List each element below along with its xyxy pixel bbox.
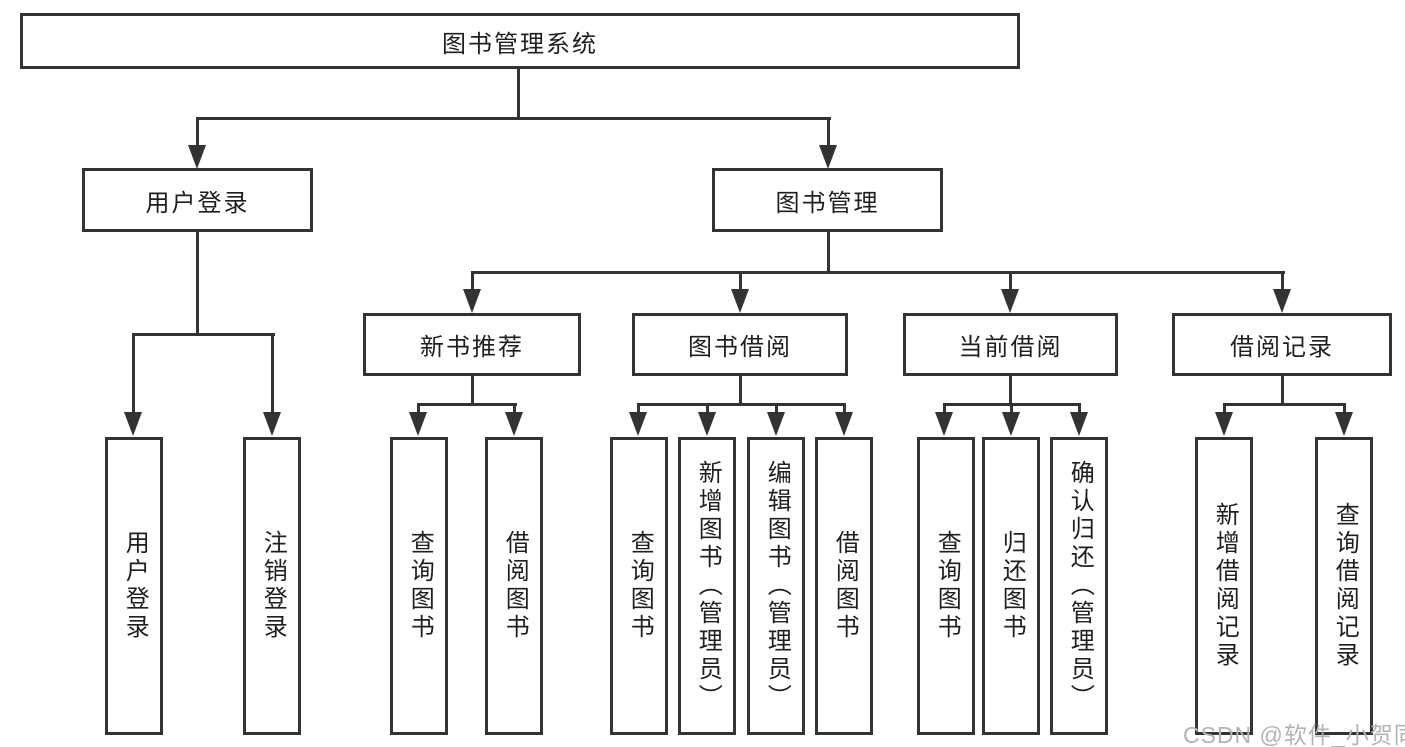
leaf-borrow-edit: 编辑图书（管理员）: [747, 437, 805, 735]
leaf-label: 用户登录: [121, 530, 149, 642]
connector-user-login-stem: [196, 232, 199, 336]
connector-leaf-arm: [1010, 403, 1013, 415]
arrow-down-icon: [767, 412, 785, 436]
node-borrow-records: 借阅记录: [1172, 313, 1392, 376]
connector-leaf-arm: [706, 403, 709, 415]
leaf-label: 查询图书: [626, 530, 654, 642]
connector-leaf-arm: [417, 403, 420, 415]
connector-leaf-arm: [1223, 403, 1226, 415]
leaf-current-query: 查询图书: [917, 437, 975, 735]
leaf-label: 确认归还（管理员）: [1066, 460, 1094, 712]
leaf-label: 查询图书: [933, 530, 961, 642]
node-current-borrow: 当前借阅: [903, 313, 1118, 376]
connector-leaf-arm: [637, 403, 640, 415]
leaf-records-query: 查询借阅记录: [1315, 437, 1373, 735]
arrow-down-icon: [263, 412, 281, 436]
leaf-label: 归还图书: [998, 530, 1026, 642]
leaf-label: 借阅图书: [831, 530, 859, 642]
connector-section-arm: [471, 271, 474, 291]
connector-leaf-arm: [1078, 403, 1081, 415]
arrow-down-icon: [1002, 412, 1020, 436]
arrow-down-icon: [463, 289, 481, 313]
node-new-book-recommend: 新书推荐: [363, 313, 581, 376]
arrow-down-icon: [409, 412, 427, 436]
arrow-down-icon: [819, 145, 837, 169]
arrow-down-icon: [935, 412, 953, 436]
connector-new-book-hbar: [417, 403, 517, 406]
connector-section-arm: [1281, 271, 1284, 291]
node-book-borrow: 图书借阅: [632, 313, 848, 376]
leaf-records-add: 新增借阅记录: [1195, 437, 1253, 735]
node-current-borrow-label: 当前借阅: [958, 334, 1063, 361]
node-root: 图书管理系统: [20, 13, 1020, 69]
connector-new-book-stem: [471, 375, 474, 406]
arrow-down-icon: [1001, 289, 1019, 313]
arrow-down-icon: [698, 412, 716, 436]
connector-book-management-stem: [827, 232, 830, 274]
leaf-label: 新增图书（管理员）: [694, 460, 722, 712]
node-book-borrow-label: 图书借阅: [688, 334, 792, 361]
leaf-new-book-query: 查询图书: [390, 437, 448, 735]
connector-borrow-records-hbar: [1223, 403, 1346, 406]
connector-leaf-arm: [843, 403, 846, 415]
connector-leaf-arm: [513, 403, 516, 415]
connector-user-login-hbar: [132, 333, 275, 336]
connector-section-arm: [739, 271, 742, 291]
node-book-management: 图书管理: [712, 168, 943, 232]
connector-leaf-arm: [132, 333, 135, 413]
watermark-text: CSDN @软件_小贺同学: [1183, 722, 1405, 747]
arrow-down-icon: [1273, 289, 1291, 313]
connector-root-stem: [517, 69, 520, 119]
connector-book-borrow-stem: [739, 375, 742, 406]
leaf-current-confirm: 确认归还（管理员）: [1050, 437, 1108, 735]
leaf-label: 新增借阅记录: [1211, 502, 1239, 670]
leaf-label: 编辑图书（管理员）: [763, 460, 791, 712]
connector-book-borrow-hbar: [637, 403, 846, 406]
arrow-down-icon: [629, 412, 647, 436]
arrow-down-icon: [1335, 412, 1353, 436]
leaf-new-book-borrow: 借阅图书: [485, 437, 543, 735]
node-borrow-records-label: 借阅记录: [1230, 334, 1334, 361]
connector-leaf-arm: [775, 403, 778, 415]
node-root-label: 图书管理系统: [442, 30, 598, 58]
connector-borrow-records-stem: [1281, 375, 1284, 406]
node-book-management-label: 图书管理: [775, 189, 880, 217]
connector-leaf-arm: [271, 333, 274, 413]
arrow-down-icon: [835, 412, 853, 436]
leaf-borrow-add: 新增图书（管理员）: [678, 437, 736, 735]
connector-user-login-arm: [196, 117, 199, 148]
arrow-down-icon: [188, 145, 206, 169]
arrow-down-icon: [731, 289, 749, 313]
node-new-book-recommend-label: 新书推荐: [420, 334, 524, 361]
connector-current-borrow-stem: [1009, 375, 1012, 406]
arrow-down-icon: [124, 412, 142, 436]
leaf-user-login: 用户登录: [105, 437, 163, 735]
arrow-down-icon: [1070, 412, 1088, 436]
node-user-login-label: 用户登录: [145, 189, 250, 217]
connector-section-arm: [1009, 271, 1012, 291]
leaf-label: 注销登录: [259, 530, 287, 642]
connector-leaf-arm: [1343, 403, 1346, 415]
leaf-borrow-borrow: 借阅图书: [815, 437, 873, 735]
leaf-current-return: 归还图书: [982, 437, 1040, 735]
leaf-label: 借阅图书: [501, 530, 529, 642]
connector-leaf-arm: [943, 403, 946, 415]
leaf-label: 查询图书: [406, 530, 434, 642]
arrow-down-icon: [505, 412, 523, 436]
leaf-logout: 注销登录: [243, 437, 301, 735]
connector-root-hbar: [196, 117, 831, 120]
node-user-login: 用户登录: [82, 168, 313, 232]
connector-book-management-hbar: [471, 271, 1285, 274]
leaf-borrow-query: 查询图书: [610, 437, 668, 735]
leaf-label: 查询借阅记录: [1331, 502, 1359, 670]
arrow-down-icon: [1215, 412, 1233, 436]
connector-book-management-arm: [827, 117, 830, 148]
